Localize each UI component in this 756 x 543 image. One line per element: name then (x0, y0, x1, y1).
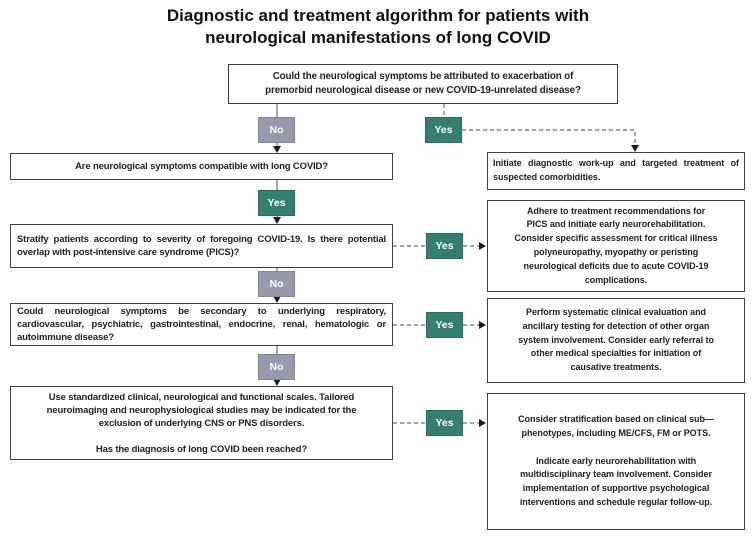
decision-yes-premorbid-label: Yes (434, 124, 453, 136)
question-compatible-long-covid: Are neurological symptoms compatible wit… (10, 153, 393, 180)
decision-no-premorbid: No (258, 117, 295, 143)
question-stratify-pics-text: Stratify patients according to severity … (17, 234, 386, 258)
decision-yes-pics: Yes (426, 233, 463, 259)
action-stratification-followup-text: Consider stratification based on clinica… (518, 414, 714, 507)
decision-no-pics: No (258, 271, 295, 297)
question-secondary-disease: Could neurological symptoms be secondary… (10, 303, 393, 346)
action-diagnostic-workup: Initiate diagnostic work-up and targeted… (487, 152, 745, 190)
decision-no-premorbid-label: No (269, 124, 284, 136)
decision-yes-diagnosis: Yes (426, 410, 463, 436)
decision-no-secondary-label: No (269, 361, 284, 373)
decision-no-pics-label: No (269, 278, 284, 290)
decision-no-secondary: No (258, 354, 295, 380)
question-stratify-pics: Stratify patients according to severity … (10, 224, 393, 268)
decision-yes-secondary-label: Yes (435, 319, 454, 331)
question-secondary-disease-text: Could neurological symptoms be secondary… (17, 306, 386, 343)
question-scales-diagnosis: Use standardized clinical, neurological … (10, 386, 393, 460)
action-pics-treatment: Adhere to treatment recommendations for … (487, 200, 745, 292)
decision-yes-pics-label: Yes (435, 240, 454, 252)
decision-yes-secondary: Yes (426, 312, 463, 338)
decision-yes-premorbid: Yes (425, 117, 462, 143)
action-systematic-evaluation-text: Perform systematic clinical evaluation a… (518, 307, 714, 373)
decision-yes-compatible: Yes (258, 190, 295, 216)
question-compatible-long-covid-text: Are neurological symptoms compatible wit… (75, 161, 328, 172)
action-systematic-evaluation: Perform systematic clinical evaluation a… (487, 298, 745, 383)
question-premorbid-disease-text: Could the neurological symptoms be attri… (265, 71, 581, 96)
action-diagnostic-workup-text: Initiate diagnostic work-up and targeted… (493, 158, 739, 182)
action-stratification-followup: Consider stratification based on clinica… (487, 393, 745, 530)
question-premorbid-disease: Could the neurological symptoms be attri… (228, 64, 618, 104)
question-scales-diagnosis-text: Use standardized clinical, neurological … (46, 391, 357, 455)
action-pics-treatment-text: Adhere to treatment recommendations for … (514, 205, 718, 285)
page-title: Diagnostic and treatment algorithm for p… (166, 6, 590, 47)
decision-yes-compatible-label: Yes (267, 197, 286, 209)
decision-yes-diagnosis-label: Yes (435, 417, 454, 429)
